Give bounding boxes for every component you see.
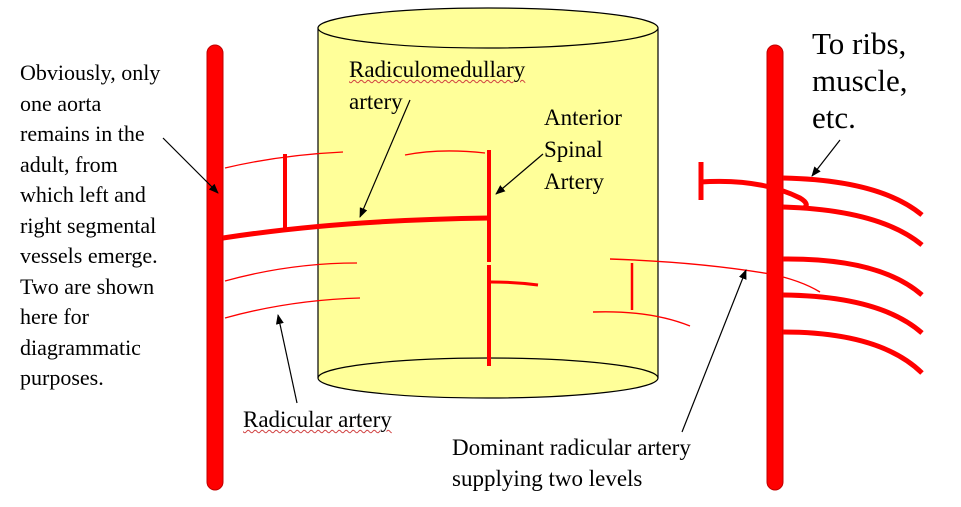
dominant-label: Dominant radicular artery supplying two … [452, 432, 691, 494]
aorta-note-line: one aorta [20, 90, 102, 116]
radicular-label-text: Radicular artery [243, 407, 392, 432]
dominant-label-line2: supplying two levels [452, 466, 643, 491]
aorta-note-line: Two are shown [20, 273, 155, 299]
aorta-note-line: diagrammatic [20, 334, 141, 360]
aorta-note-line: remains in the [20, 121, 145, 146]
aorta-note-line: purposes. [20, 365, 104, 390]
arrow-dominant [681, 269, 747, 433]
arrow-aorta-note [162, 137, 219, 194]
right-aorta [766, 44, 784, 491]
left-aorta [206, 44, 224, 491]
ribs-line: To ribs, [812, 26, 907, 61]
arrow-radicular [275, 314, 298, 404]
aorta-note-line: adult, from [20, 151, 118, 177]
anterior-spinal-label: Anterior Spinal Artery [544, 102, 622, 198]
ribs-line: etc. [812, 100, 856, 135]
arrow-ribs [811, 139, 841, 177]
anterior-spinal-line: Anterior [544, 105, 622, 130]
anterior-spinal-artery [487, 150, 539, 366]
aorta-note-line: right segmental [20, 212, 157, 238]
aorta-note-label: Obviously, only one aorta remains in the… [20, 58, 160, 394]
arrow-radiculomedullary [359, 99, 411, 218]
radiculomedullary-label: Radiculomedullary artery [349, 54, 525, 118]
aorta-note-line: vessels emerge. [20, 243, 158, 268]
aorta-note-line: which left and [20, 182, 146, 207]
ribs-line: muscle, [812, 63, 908, 98]
aorta-note-line: here for [20, 304, 90, 329]
arrow-anterior-spinal [495, 153, 544, 195]
segmental-branches-right [698, 162, 924, 375]
radiculomedullary-label-line1: Radiculomedullary [349, 57, 526, 82]
radicular-arteries-left [224, 150, 486, 319]
radicular-label: Radicular artery [243, 405, 392, 435]
anterior-spinal-line: Spinal [544, 137, 603, 162]
dominant-label-line1: Dominant radicular artery [452, 435, 691, 460]
annotation-arrows [162, 99, 841, 433]
dominant-radicular-artery [592, 258, 821, 327]
anterior-spinal-line: Artery [544, 169, 605, 194]
radiculomedullary-label-line2: artery [349, 89, 403, 114]
radiculomedullary-artery [222, 154, 490, 241]
aorta-note-line: Obviously, only [20, 60, 161, 85]
ribs-label: To ribs, muscle, etc. [812, 25, 908, 136]
